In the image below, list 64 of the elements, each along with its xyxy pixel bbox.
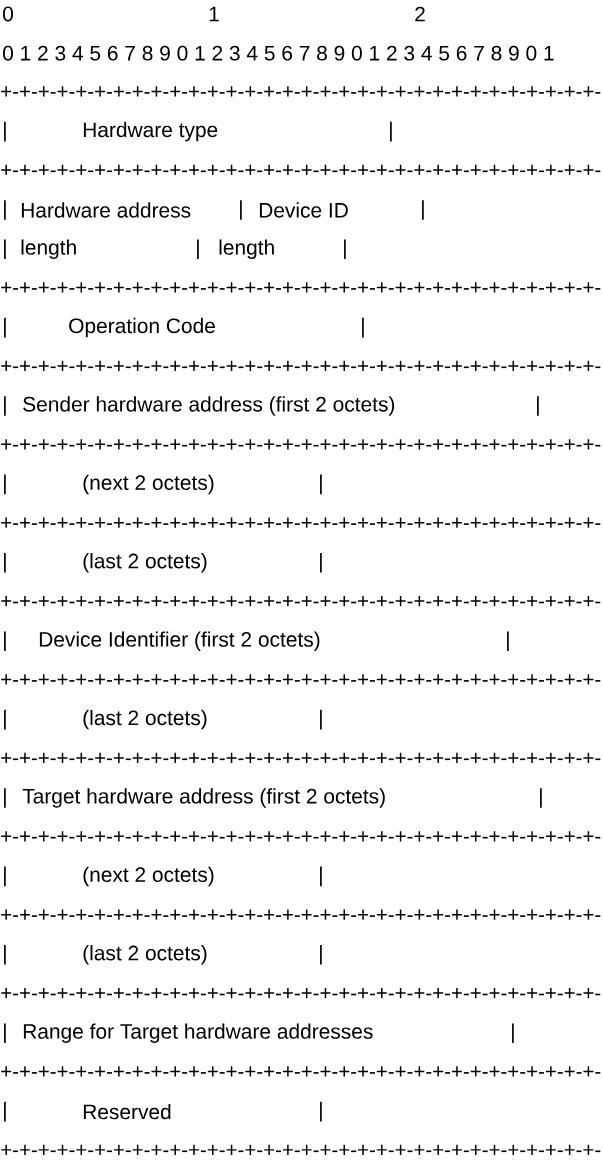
field-delimiter: | [4, 396, 6, 416]
ascii-border: +-+-+-+-+-+-+-+-+-+-+-+-+-+-+-+-+-+-+-+-+-+-+-+-+-+-+-+-+-+-+-+- [1, 282, 601, 293]
ascii-border: +-+-+-+-+-+-+-+-+-+-+-+-+-+-+-+-+-+-+-+-+-+-+-+-+-+-+-+-+-+-+-+- [1, 1144, 601, 1155]
ascii-border: +-+-+-+-+-+-+-+-+-+-+-+-+-+-+-+-+-+-+-+-+-+-+-+-+-+-+-+-+-+-+-+- [1, 439, 601, 450]
field-delimiter: | [4, 121, 6, 142]
field-delimiter: | [320, 474, 322, 495]
field-name: Range for Target hardware addresses [23, 1023, 373, 1043]
field-name: Device Identifier (first 2 octets) [39, 631, 320, 651]
field-name: Hardware address [21, 202, 191, 218]
ascii-border: +-+-+-+-+-+-+-+-+-+-+-+-+-+-+-+-+-+-+-+-+-+-+-+-+-+-+-+-+-+-+-+- [1, 164, 601, 175]
field-name: Reserved [83, 1103, 171, 1120]
bit-number: 0 [3, 6, 13, 22]
field-name: Operation Code [69, 317, 215, 338]
field-name: Hardware type [83, 121, 218, 142]
field-delimiter: | [320, 553, 322, 573]
field-delimiter: | [507, 631, 509, 651]
field-delimiter: | [512, 1023, 514, 1043]
field-delimiter: | [540, 788, 542, 808]
field-delimiter: | [320, 709, 322, 730]
field-name: Device ID [259, 202, 348, 218]
field-name: length [219, 239, 274, 259]
field-delimiter: | [4, 945, 6, 965]
field-delimiter: | [4, 631, 6, 651]
bit-number: 1 [209, 6, 219, 22]
ascii-border: +-+-+-+-+-+-+-+-+-+-+-+-+-+-+-+-+-+-+-+-+-+-+-+-+-+-+-+-+-+-+-+- [1, 517, 601, 528]
ascii-border: +-+-+-+-+-+-+-+-+-+-+-+-+-+-+-+-+-+-+-+-+-+-+-+-+-+-+-+-+-+-+-+- [1, 86, 601, 97]
field-delimiter: | [4, 317, 6, 338]
field-delimiter: | [4, 474, 6, 495]
field-name: (next 2 octets) [83, 474, 214, 495]
field-delimiter: | [4, 239, 6, 259]
ascii-border: +-+-+-+-+-+-+-+-+-+-+-+-+-+-+-+-+-+-+-+-+-+-+-+-+-+-+-+-+-+-+-+- [1, 987, 601, 999]
field-delimiter: | [344, 239, 346, 259]
field-name: (last 2 octets) [83, 945, 207, 965]
field-delimiter: | [4, 1101, 6, 1122]
field-delimiter: | [422, 200, 424, 220]
ascii-border: +-+-+-+-+-+-+-+-+-+-+-+-+-+-+-+-+-+-+-+-+-+-+-+-+-+-+-+-+-+-+-+- [1, 674, 601, 685]
field-delimiter: | [320, 866, 322, 887]
field-name: length [21, 239, 76, 259]
ascii-border: +-+-+-+-+-+-+-+-+-+-+-+-+-+-+-+-+-+-+-+-+-+-+-+-+-+-+-+-+-+-+-+- [1, 360, 601, 371]
field-delimiter: | [390, 121, 392, 142]
field-name: (last 2 octets) [83, 553, 207, 573]
field-delimiter: | [362, 317, 364, 338]
field-name: Target hardware address (first 2 octets) [22, 788, 385, 808]
field-name: (next 2 octets) [83, 866, 214, 887]
ascii-border: +-+-+-+-+-+-+-+-+-+-+-+-+-+-+-+-+-+-+-+-+-+-+-+-+-+-+-+-+-+-+-+- [1, 909, 601, 920]
bit-ruler: 0 1 2 3 4 5 6 7 8 9 0 1 2 3 4 5 6 7 8 9 0 1 2 3 4 5 6 7 8 9 0 1 [3, 45, 554, 61]
ascii-border: +-+-+-+-+-+-+-+-+-+-+-+-+-+-+-+-+-+-+-+-+-+-+-+-+-+-+-+-+-+-+-+- [1, 831, 601, 842]
field-delimiter: | [4, 1023, 6, 1043]
ascii-border: +-+-+-+-+-+-+-+-+-+-+-+-+-+-+-+-+-+-+-+-+-+-+-+-+-+-+-+-+-+-+-+- [1, 752, 601, 763]
field-delimiter: | [537, 396, 539, 416]
field-delimiter: | [4, 788, 6, 808]
ascii-border: +-+-+-+-+-+-+-+-+-+-+-+-+-+-+-+-+-+-+-+-+-+-+-+-+-+-+-+-+-+-+-+- [1, 1066, 601, 1077]
field-delimiter: | [4, 553, 6, 573]
field-delimiter: | [4, 866, 6, 887]
field-name: Sender hardware address (first 2 octets) [23, 396, 395, 416]
field-delimiter: | [197, 239, 199, 259]
bit-number: 2 [415, 6, 425, 22]
field-delimiter: | [320, 1101, 322, 1122]
field-delimiter: | [4, 709, 6, 730]
ascii-border: +-+-+-+-+-+-+-+-+-+-+-+-+-+-+-+-+-+-+-+-+-+-+-+-+-+-+-+-+-+-+-+- [1, 595, 601, 607]
field-delimiter: | [240, 200, 242, 220]
field-delimiter: | [320, 945, 322, 965]
field-name: (last 2 octets) [83, 709, 207, 730]
field-delimiter: | [4, 200, 6, 220]
